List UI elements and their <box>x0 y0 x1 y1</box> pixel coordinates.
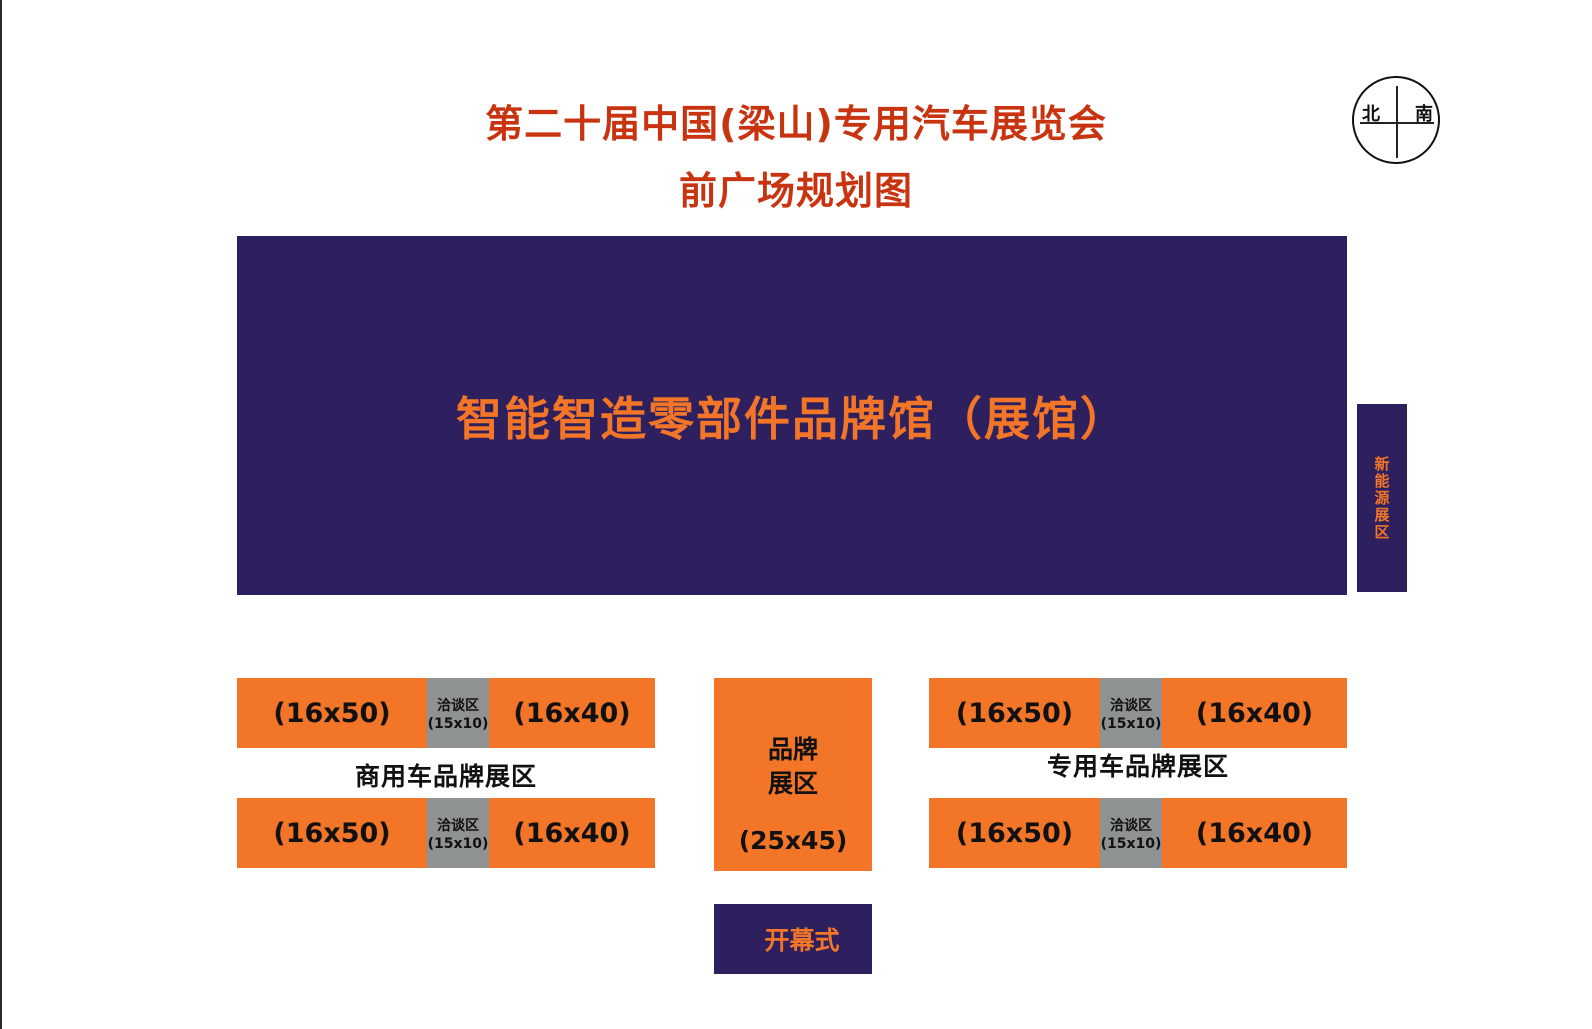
opening-ceremony-area: 开幕式 <box>714 904 872 974</box>
main-exhibition-hall: 智能智造零部件品牌馆（展馆） <box>237 236 1347 595</box>
booth-left: (16x50) <box>929 678 1100 748</box>
compass-icon: 北 南 <box>1352 76 1440 164</box>
negotiation-area: 洽谈区 (15x10) <box>1100 798 1162 868</box>
negotiation-label: 洽谈区 <box>1110 698 1152 714</box>
brand-zone-label: 品牌 展区 <box>714 733 872 801</box>
booth-right: (16x40) <box>489 678 655 748</box>
booth-left: (16x50) <box>237 798 427 868</box>
new-energy-zone: 新能源展区 <box>1357 404 1407 592</box>
booth-left: (16x50) <box>237 678 427 748</box>
compass-north-label: 北 <box>1362 104 1380 125</box>
commercial-zone-label: 商用车品牌展区 <box>354 762 537 791</box>
brand-zone-label-line2: 展区 <box>767 769 818 798</box>
brand-zone-size: (25x45) <box>738 826 848 855</box>
booth-right: (16x40) <box>1162 678 1347 748</box>
booth-right: (16x40) <box>489 798 655 868</box>
page-subtitle: 前广场规划图 <box>678 169 913 213</box>
booth-right: (16x40) <box>1162 798 1347 868</box>
negotiation-label: 洽谈区 <box>1110 818 1152 834</box>
negotiation-label: 洽谈区 <box>437 818 479 834</box>
negotiation-area: 洽谈区 (15x10) <box>1100 678 1162 748</box>
brand-zone-label-line1: 品牌 <box>767 735 818 764</box>
opening-ceremony-label: 开幕式 <box>764 926 840 955</box>
negotiation-size: (15x10) <box>1100 716 1162 732</box>
negotiation-size: (15x10) <box>427 716 489 732</box>
commercial-zone-row-1: (16x50) 洽谈区 (15x10) (16x40) <box>237 678 655 748</box>
page-title: 第二十届中国(梁山)专用汽车展览会 <box>485 102 1107 146</box>
special-zone-label: 专用车品牌展区 <box>1046 752 1229 781</box>
special-zone-row-1: (16x50) 洽谈区 (15x10) (16x40) <box>929 678 1347 748</box>
negotiation-size: (15x10) <box>1100 836 1162 852</box>
negotiation-size: (15x10) <box>427 836 489 852</box>
commercial-zone-row-2: (16x50) 洽谈区 (15x10) (16x40) <box>237 798 655 868</box>
compass-south-label: 南 <box>1415 104 1433 125</box>
negotiation-area: 洽谈区 (15x10) <box>427 678 489 748</box>
left-border-line <box>0 0 2 1029</box>
special-zone-row-2: (16x50) 洽谈区 (15x10) (16x40) <box>929 798 1347 868</box>
booth-left: (16x50) <box>929 798 1100 868</box>
negotiation-area: 洽谈区 (15x10) <box>427 798 489 868</box>
new-energy-zone-label: 新能源展区 <box>1372 455 1391 541</box>
main-hall-label: 智能智造零部件品牌馆（展馆） <box>456 391 1128 446</box>
negotiation-label: 洽谈区 <box>437 698 479 714</box>
compass-horizontal-line <box>1360 122 1434 124</box>
brand-zone: 品牌 展区 (25x45) <box>714 678 872 871</box>
